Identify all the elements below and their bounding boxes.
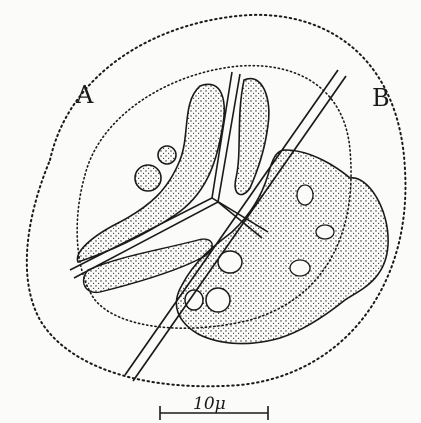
vesicle — [290, 260, 310, 276]
stippled-granule — [135, 165, 161, 191]
label-region-a: A — [75, 81, 94, 109]
stippled-granule — [158, 146, 176, 164]
vesicle — [206, 288, 230, 312]
vesicle — [316, 225, 334, 239]
vesicle — [297, 185, 313, 205]
scale-bar-label: 10μ — [193, 394, 226, 414]
label-region-b: B — [372, 84, 390, 112]
